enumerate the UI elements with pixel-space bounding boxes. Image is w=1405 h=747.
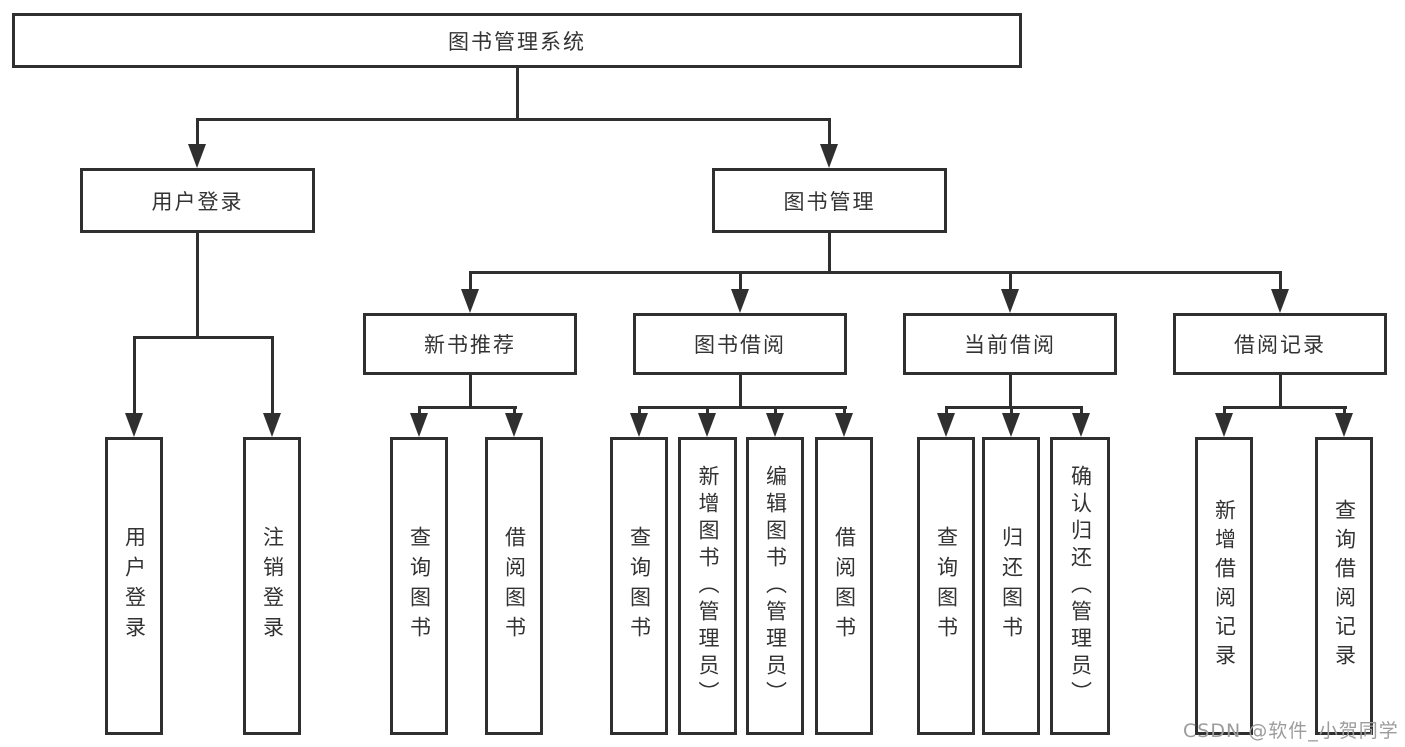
leaf-query-borrow-record: 查询借阅记录 — [1315, 437, 1373, 735]
connector-userlogin-stem-left — [133, 336, 136, 416]
leaf-return-book: 归还图书 — [982, 437, 1040, 735]
node-root: 图书管理系统 — [12, 13, 1022, 68]
arrowhead-to-leaf-add-borrow-record — [1215, 413, 1233, 437]
leaf-borrow-book-borrowing: 借阅图书 — [815, 437, 873, 735]
arrowhead-to-new-book-recommendation — [461, 289, 479, 313]
leaf-add-borrow-record: 新增借阅记录 — [1195, 437, 1253, 735]
connector-root-vline — [516, 68, 519, 120]
connector-bookmgmt-stem-3 — [1009, 271, 1012, 293]
node-book-management: 图书管理 — [712, 168, 947, 233]
connector-borrowing-vline — [739, 375, 742, 409]
connector-bookmgmt-stem-4 — [1279, 271, 1282, 293]
connector-borrowing-stem-4 — [843, 406, 846, 418]
leaf-logout: 注销登录 — [243, 437, 301, 735]
arrowhead-to-borrowing-records — [1271, 289, 1289, 313]
connector-records-vline — [1279, 375, 1282, 409]
arrowhead-to-leaf-user-login — [125, 413, 143, 437]
connector-userlogin-hline — [133, 336, 274, 339]
connector-current-stem-2 — [1010, 406, 1013, 418]
connector-bookmgmt-stem-2 — [739, 271, 742, 293]
connector-recommend-stem-1 — [418, 406, 421, 418]
leaf-confirm-return-admin: 确认归还（管理员） — [1050, 437, 1110, 735]
arrowhead-to-leaf-query-book-current — [937, 413, 955, 437]
arrowhead-to-current-borrowing — [1001, 289, 1019, 313]
connector-current-stem-1 — [945, 406, 948, 418]
leaf-add-book-admin: 新增图书（管理员） — [678, 437, 737, 735]
arrowhead-to-book-borrowing — [731, 289, 749, 313]
connector-current-stem-3 — [1080, 406, 1083, 418]
node-book-borrowing: 图书借阅 — [633, 313, 847, 375]
connector-root-hline — [196, 118, 831, 121]
arrowhead-to-leaf-edit-book — [766, 413, 784, 437]
connector-records-hline — [1223, 406, 1347, 409]
connector-borrowing-hline — [638, 406, 847, 409]
connector-records-stem-1 — [1223, 406, 1226, 418]
arrowhead-to-leaf-confirm-return — [1072, 413, 1090, 437]
node-user-login: 用户登录 — [80, 168, 315, 233]
arrowhead-to-book-management — [820, 144, 838, 168]
arrowhead-to-leaf-return-book — [1002, 413, 1020, 437]
connector-root-stem-left — [196, 118, 199, 150]
leaf-borrow-book-recommend: 借阅图书 — [485, 437, 543, 735]
arrowhead-to-leaf-query-borrow-record — [1335, 413, 1353, 437]
csdn-watermark: CSDN @软件_小贺同学 — [1183, 720, 1399, 742]
connector-borrowing-stem-1 — [638, 406, 641, 418]
leaf-query-book-current: 查询图书 — [917, 437, 975, 735]
arrowhead-to-user-login — [188, 144, 206, 168]
arrowhead-to-leaf-query-book-borrowing — [630, 413, 648, 437]
connector-current-vline — [1009, 375, 1012, 409]
connector-bookmgmt-hline — [469, 271, 1282, 274]
connector-bookmgmt-stem-1 — [469, 271, 472, 293]
connector-userlogin-stem-right — [271, 336, 274, 416]
connector-recommend-hline — [418, 406, 517, 409]
connector-bookmgmt-vline — [828, 233, 831, 273]
arrowhead-to-leaf-borrow-book-recommend — [505, 413, 523, 437]
arrowhead-to-leaf-add-book — [698, 413, 716, 437]
arrowhead-to-leaf-borrow-book-borrowing — [835, 413, 853, 437]
arrowhead-to-leaf-logout — [263, 413, 281, 437]
node-current-borrowing: 当前借阅 — [903, 313, 1117, 375]
leaf-edit-book-admin: 编辑图书（管理员） — [746, 437, 804, 735]
connector-userlogin-vline — [196, 233, 199, 338]
leaf-user-login: 用户登录 — [105, 437, 163, 735]
connector-current-hline — [945, 406, 1083, 409]
leaf-query-book-recommend: 查询图书 — [390, 437, 448, 735]
connector-recommend-vline — [469, 375, 472, 409]
connector-records-stem-2 — [1343, 406, 1346, 418]
connector-root-stem-right — [828, 118, 831, 150]
arrowhead-to-leaf-query-book-recommend — [410, 413, 428, 437]
connector-borrowing-stem-3 — [774, 406, 777, 418]
node-borrowing-records: 借阅记录 — [1173, 313, 1387, 375]
leaf-query-book-borrowing: 查询图书 — [610, 437, 668, 735]
connector-recommend-stem-2 — [513, 406, 516, 418]
connector-borrowing-stem-2 — [706, 406, 709, 418]
node-new-book-recommendation: 新书推荐 — [363, 313, 577, 375]
